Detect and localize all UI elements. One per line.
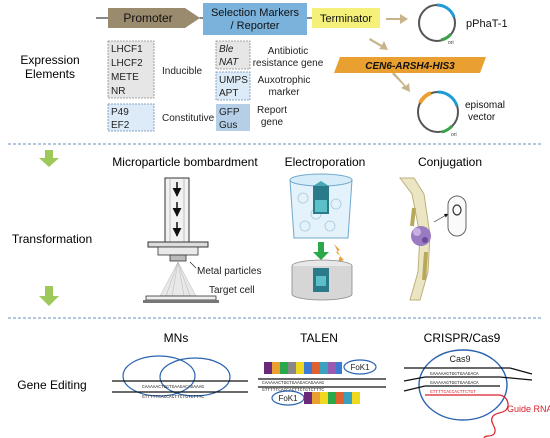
promoter-label: Promoter [123,11,172,25]
constitutive-promoter-box [107,103,155,132]
talen-diagram [258,359,386,406]
plasmid-phat: ori [418,3,456,46]
terminator-box [312,8,380,28]
selection-marker-label: Selection Markers/ Reporter [211,7,300,32]
crispr-dna-top: GAAAAAGTGGTGAAGACA [430,371,479,377]
auxotrophic-box [215,71,251,101]
target-cell-label: Target cell [209,285,255,296]
tan-arrow-icon [369,38,388,50]
tan-arrow-icon [392,72,410,92]
method-conjugation-title: Conjugation [418,155,482,169]
crispr-diagram [403,349,533,438]
antibiotic-box [215,40,251,70]
tan-arrow-icon [386,14,408,24]
method-electroporation-title: Electroporation [285,155,366,169]
cen-arsh-his-bar [334,57,486,73]
constitutive-label: Constitutive [162,113,215,124]
conjugation-illustration [399,177,467,301]
section-label-transformation: Transformation [12,232,92,246]
cen-arsh-his-label: CEN6-ARSH4-HIS3 [365,61,455,72]
mns-diagram [112,355,248,397]
method-mns-title: MNs [164,331,189,345]
plasmid-phat-label: pPhaT-1 [466,18,508,30]
guide-rna-label: Guide RNA [507,404,550,414]
talen-dna-top: CAAAAACTGGTGAAGACAGAAAG [262,380,324,386]
down-arrow-icon [39,150,59,167]
metal-particles-pointer [189,261,197,269]
fok1-label-bottom: FoK1 [278,394,298,403]
inducible-promoter-box [107,40,155,99]
method-talen-title: TALEN [300,331,338,345]
ori-label: ori [448,40,454,46]
terminator-label: Terminator [320,13,372,25]
gene-gun-illustration [143,177,219,303]
electroporation-illustration [289,173,353,301]
method-crispr-title: CRISPR/Cas9 [424,331,501,345]
ori-label: ori [451,132,457,138]
section-label-gene-editing: Gene Editing [17,378,86,392]
crispr-dna-mid: GAAAAAGTGGTGAAGACA [430,380,479,386]
selection-marker-box [203,3,307,35]
plasmid-episomal: ori [417,90,459,138]
method-bombardment-title: Microparticle bombardment [112,155,258,169]
fok1-label-top: FoK1 [350,363,370,372]
promoter-arrow [108,8,200,28]
inducible-label: Inducible [162,66,202,77]
crispr-dna-bottom: GTTTTCACCACTTCTGT [430,389,476,395]
cas9-label: Cas9 [449,354,470,364]
report-gene-box [216,104,250,131]
talen-dna-bottom: GTTTTTCACCACTTCTGTCTTTC [262,387,324,393]
mns-dna-top: CAAAAACTGGTGAAGACAGAAAG [142,384,204,390]
metal-particles-label: Metal particles [197,266,261,277]
down-arrow-icon [39,286,59,306]
mns-dna-bottom: GTTTTTCACCACTTCTGTCTTTC [142,394,204,400]
